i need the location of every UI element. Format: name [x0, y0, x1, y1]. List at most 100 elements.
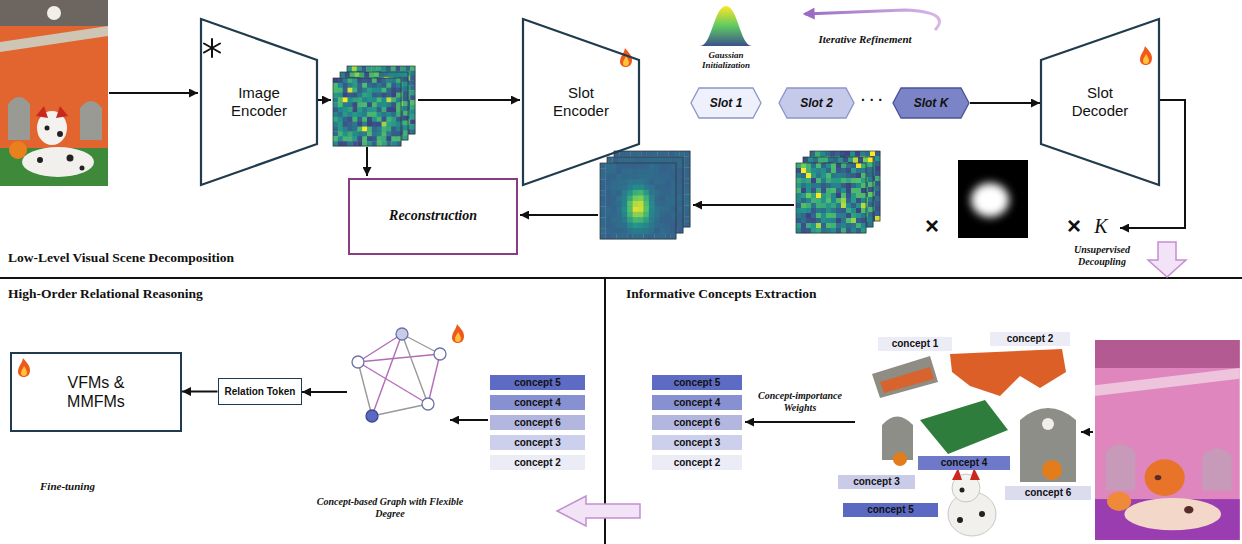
feature-cell — [403, 91, 408, 96]
feature-cell — [629, 157, 635, 163]
feature-cell — [391, 83, 396, 88]
feature-cell — [796, 163, 801, 168]
feature-cell — [410, 76, 415, 81]
feature-cell — [665, 168, 671, 174]
feature-cell — [868, 177, 873, 182]
trapezoid-outline — [201, 19, 317, 185]
feature-cell — [841, 203, 846, 208]
feature-cell — [649, 163, 655, 169]
feature-cell — [643, 174, 649, 180]
feature-cell — [846, 173, 851, 178]
graph-link — [428, 354, 440, 404]
feature-cell — [622, 179, 628, 185]
feature-cell — [685, 194, 691, 200]
feature-cell — [678, 222, 684, 228]
feature-cell — [348, 83, 353, 88]
feature-cell — [796, 173, 801, 178]
feature-cell — [391, 88, 396, 93]
feature-cell — [403, 72, 408, 77]
feature-cell — [816, 213, 821, 218]
input-photo — [0, 0, 108, 186]
feature-cell — [841, 163, 846, 168]
feature-cell — [836, 223, 841, 228]
feature-cell — [685, 178, 691, 184]
feature-cell — [643, 201, 649, 207]
feature-cell — [410, 115, 415, 120]
feature-cell — [671, 163, 677, 169]
feature-cell — [372, 102, 377, 107]
feature-cell — [654, 228, 660, 234]
feature-cell — [611, 212, 617, 218]
feature-maps — [333, 66, 880, 239]
feature-cell — [841, 188, 846, 193]
feature-cell — [654, 234, 660, 240]
node-label: concept 6 — [514, 417, 561, 429]
feature-cell — [647, 151, 653, 157]
feature-cell — [638, 212, 644, 218]
photo-background — [1095, 340, 1240, 540]
feature-cell — [396, 141, 401, 146]
feature-cell — [868, 212, 873, 217]
feature-cell — [367, 122, 372, 127]
feature-cell — [660, 196, 666, 202]
flow-arrow — [318, 99, 331, 101]
feature-cell — [396, 83, 401, 88]
feature-cell — [649, 179, 655, 185]
feature-cell — [796, 198, 801, 203]
feature-cell — [333, 136, 338, 141]
feature-cell — [665, 228, 671, 234]
feature-cell — [605, 163, 611, 169]
feature-cell — [403, 135, 408, 140]
feature-cell — [403, 101, 408, 106]
feature-cell — [333, 88, 338, 93]
feature-cell — [638, 185, 644, 191]
photo-gravestone — [8, 97, 30, 140]
feature-cell — [616, 168, 622, 174]
feature-cell — [836, 218, 841, 223]
feature-cell — [665, 201, 671, 207]
feature-cell — [627, 228, 633, 234]
feature-map-border — [340, 72, 408, 140]
feature-cell — [801, 193, 806, 198]
feature-cell — [400, 66, 405, 71]
feature-cell — [875, 166, 880, 171]
feature-cell — [348, 117, 353, 122]
photo-spot — [1184, 506, 1193, 514]
feature-cell — [352, 93, 357, 98]
feature-cell — [348, 107, 353, 112]
feature-cell — [348, 102, 353, 107]
feature-cell — [806, 223, 811, 228]
feature-cell — [841, 178, 846, 183]
feature-cell — [851, 198, 856, 203]
feature-cell — [633, 179, 639, 185]
feature-cell — [821, 198, 826, 203]
slot-mask — [958, 160, 1028, 238]
feature-cell — [685, 162, 691, 168]
feature-cell — [801, 173, 806, 178]
feature-cell — [605, 206, 611, 212]
feature-cell — [665, 185, 671, 191]
feature-cell — [853, 157, 858, 162]
feature-cell — [851, 183, 856, 188]
feature-cell — [633, 217, 639, 223]
feature-cell — [851, 223, 856, 228]
feature-cell — [811, 223, 816, 228]
feature-cell — [605, 168, 611, 174]
feature-cell — [352, 78, 357, 83]
feature-cell — [851, 228, 856, 233]
feature-cell — [821, 213, 826, 218]
feature-cell — [382, 122, 387, 127]
feature-cell — [846, 193, 851, 198]
feature-cell — [616, 185, 622, 191]
feature-cell — [861, 198, 866, 203]
trainable-icon — [452, 324, 464, 343]
feature-cell — [851, 173, 856, 178]
feature-cell — [410, 105, 415, 110]
feature-cell — [389, 72, 394, 77]
concept-chip: concept 5 — [652, 375, 742, 390]
feature-cell — [381, 66, 386, 71]
feature-cell — [347, 66, 352, 71]
feature-cell — [343, 78, 348, 83]
feature-cell — [611, 228, 617, 234]
feature-cell — [665, 234, 671, 240]
